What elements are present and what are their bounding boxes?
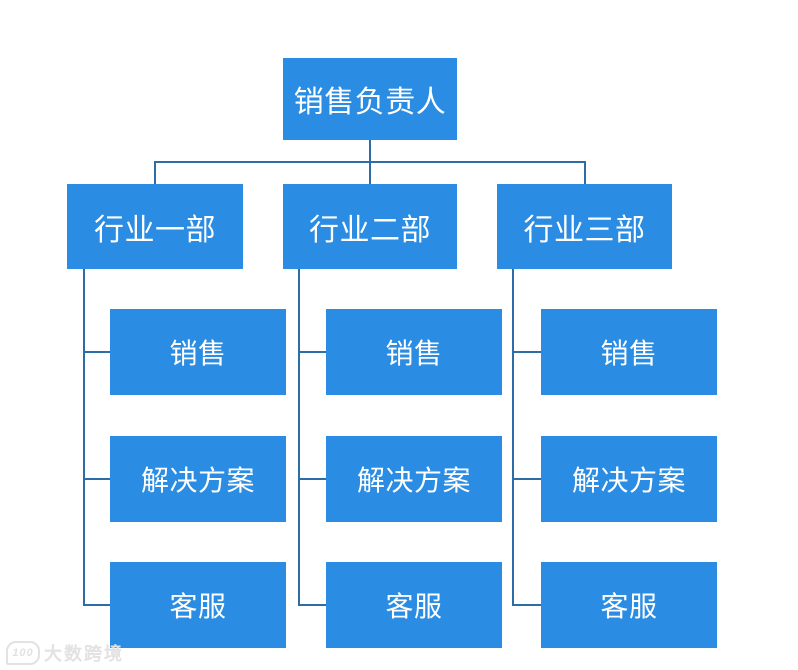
watermark-text: 大数跨境: [44, 644, 124, 664]
connector-col2-vertical: [298, 269, 300, 606]
connector-col1-vertical: [83, 269, 85, 606]
watermark: 100 大数跨境: [6, 640, 124, 666]
connector-col2-stub-solution: [298, 478, 326, 480]
connector-col1-stub-sales: [83, 351, 110, 353]
connector-dept2-drop: [369, 161, 371, 184]
org-node-dept-3: 行业三部: [497, 184, 672, 269]
org-node-dept3-service: 客服: [541, 562, 717, 648]
connector-dept3-drop: [584, 161, 586, 184]
connector-dept1-drop: [154, 161, 156, 184]
org-node-dept1-service: 客服: [110, 562, 286, 648]
watermark-logo-icon: 100: [6, 641, 40, 665]
connector-col3-stub-service: [512, 604, 541, 606]
org-node-dept2-service: 客服: [326, 562, 502, 648]
connector-root-drop: [369, 140, 371, 163]
connector-col3-stub-solution: [512, 478, 541, 480]
org-node-dept-2: 行业二部: [283, 184, 457, 269]
connector-col2-stub-sales: [298, 351, 326, 353]
connector-col1-stub-solution: [83, 478, 110, 480]
org-node-dept3-solution: 解决方案: [541, 436, 717, 522]
org-node-dept-1: 行业一部: [67, 184, 243, 269]
org-node-dept1-sales: 销售: [110, 309, 286, 395]
org-node-root: 销售负责人: [283, 58, 457, 140]
connector-col3-vertical: [512, 269, 514, 606]
org-node-dept1-solution: 解决方案: [110, 436, 286, 522]
org-node-dept2-solution: 解决方案: [326, 436, 502, 522]
connector-col2-stub-service: [298, 604, 326, 606]
org-node-dept2-sales: 销售: [326, 309, 502, 395]
connector-col3-stub-sales: [512, 351, 541, 353]
connector-col1-stub-service: [83, 604, 110, 606]
org-node-dept3-sales: 销售: [541, 309, 717, 395]
